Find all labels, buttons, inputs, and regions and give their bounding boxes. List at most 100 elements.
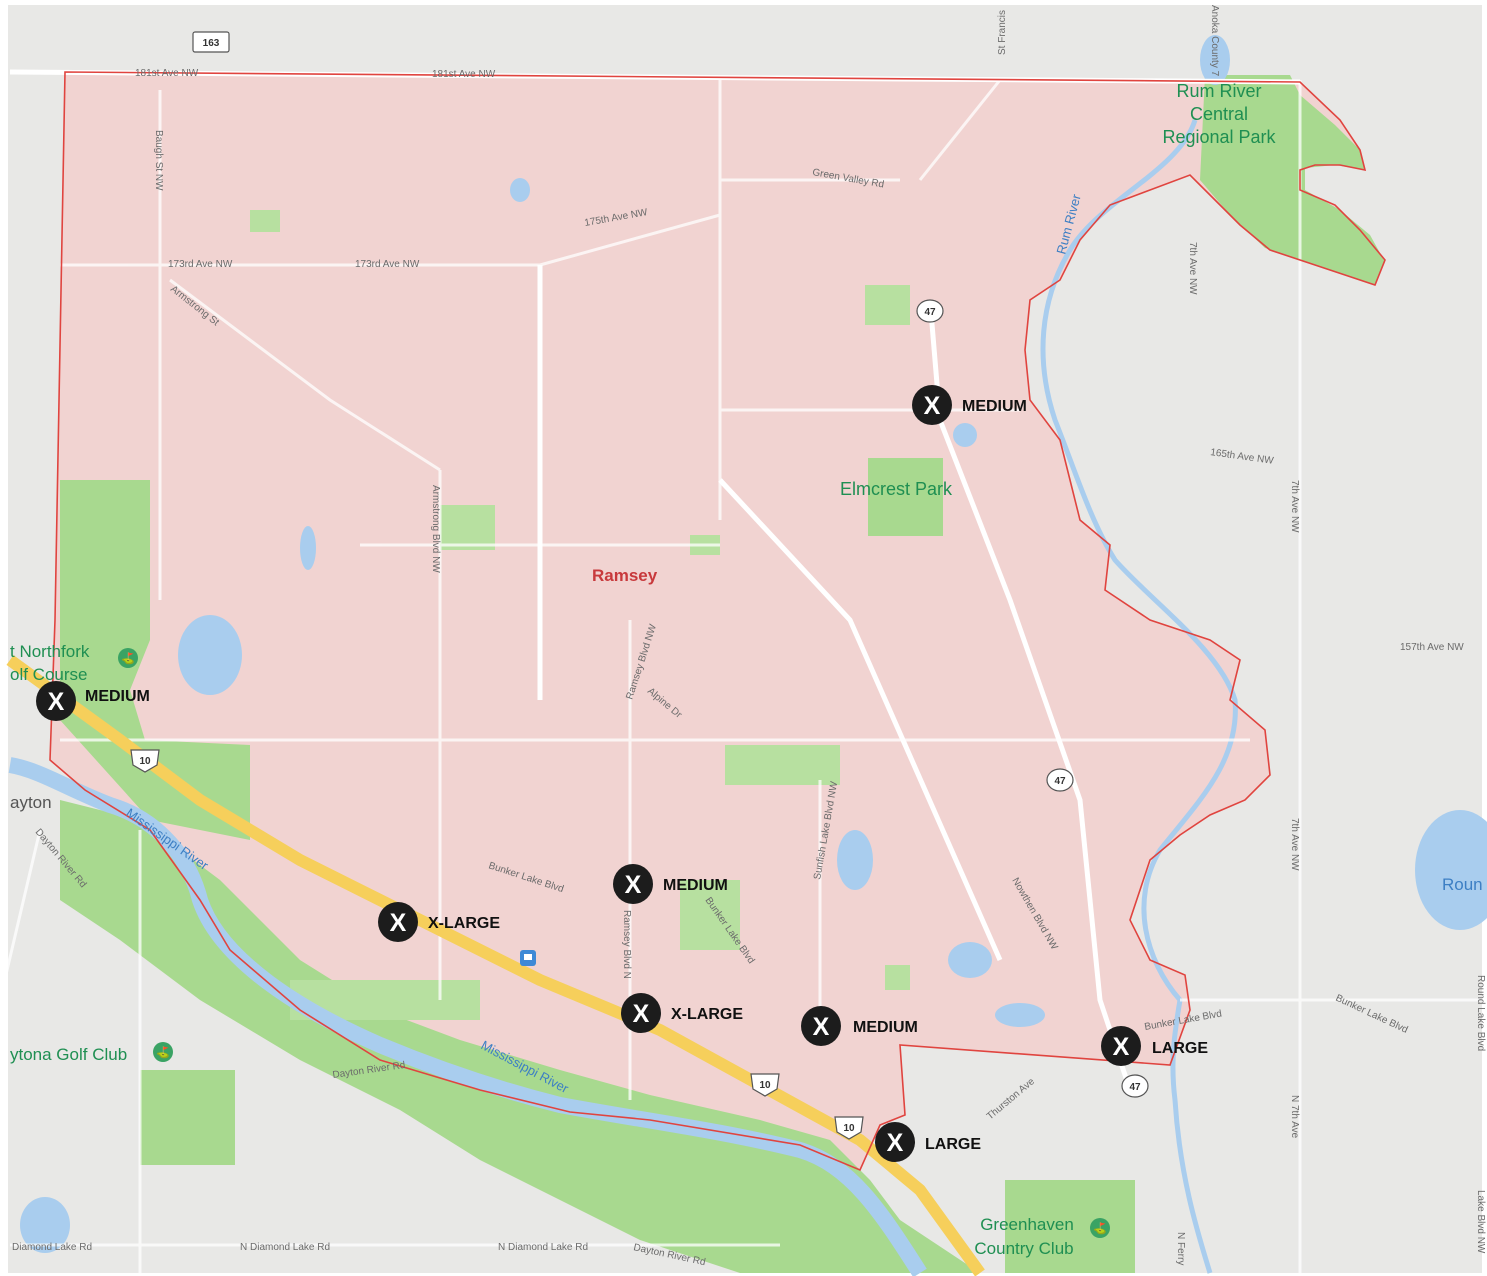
shield-label: 47 (924, 307, 936, 318)
marker-size-label: MEDIUM (853, 1019, 918, 1036)
road-label: Baugh St NW (153, 130, 164, 191)
road-label: N 7th Ave (1289, 1095, 1300, 1139)
road-label: N Diamond Lake Rd (498, 1242, 588, 1253)
road-label: Diamond Lake Rd (12, 1242, 92, 1253)
road-label: 157th Ave NW (1400, 642, 1464, 653)
city-boundary (49, 71, 1386, 1172)
place-label-line: t Northfork (10, 642, 90, 661)
route-shield-10: 10 (130, 749, 160, 773)
marker-symbol: X (1113, 1033, 1130, 1061)
route-shield-47: 47 (1121, 1074, 1149, 1098)
park-northfork (60, 480, 250, 840)
marker-size-label: MEDIUM (663, 877, 728, 894)
marker-size-label: LARGE (925, 1136, 981, 1153)
lake-2 (300, 526, 316, 570)
route-shield-47: 47 (1046, 768, 1074, 792)
route-shield-10: 10 (750, 1073, 780, 1097)
place-label-line: Country Club (974, 1239, 1073, 1258)
shield-label: 10 (759, 1080, 771, 1091)
marker-symbol: X (924, 392, 941, 420)
lake-5 (948, 942, 992, 978)
mississippi-river (8, 757, 927, 1276)
lake-1 (178, 615, 242, 695)
lake-6 (953, 423, 977, 447)
lake-10 (20, 1197, 70, 1253)
park-label-line: Central (1190, 104, 1248, 124)
place-label: t Northfork (10, 642, 90, 661)
road-label: 7th Ave NW (1289, 818, 1300, 871)
road-label: Lake Blvd NW (1475, 1190, 1486, 1254)
road-label: Ramsey Blvd N (621, 910, 632, 979)
site-marker[interactable]: X LARGE (1101, 1026, 1208, 1066)
park-label-elmcrest: Elmcrest Park (840, 479, 953, 499)
park-daytona (140, 1070, 235, 1165)
marker-symbol: X (813, 1013, 830, 1041)
park-small-5 (250, 210, 280, 232)
shield-label: 10 (139, 756, 151, 767)
marker-size-label: MEDIUM (962, 398, 1027, 415)
svg-text:⛳: ⛳ (156, 1046, 170, 1059)
marker-symbol: X (633, 1000, 650, 1028)
road-label: 7th Ave NW (1187, 242, 1198, 295)
shield-label: 163 (203, 38, 220, 49)
marker-symbol: X (390, 909, 407, 937)
park-small-1 (865, 285, 910, 325)
road-label: Round Lake Blvd (1475, 975, 1486, 1051)
site-marker[interactable]: X MEDIUM (36, 681, 150, 721)
park-label-line: Rum River (1176, 81, 1261, 101)
road-label: Armstrong Blvd NW (430, 485, 441, 573)
lake-9 (995, 1003, 1045, 1027)
site-marker[interactable]: X X-LARGE (378, 902, 500, 942)
park-small-3 (725, 745, 840, 785)
city-label: Ramsey (592, 566, 658, 585)
lake-8 (1200, 35, 1230, 85)
shield-label: 10 (843, 1123, 855, 1134)
svg-text:⛳: ⛳ (1093, 1222, 1107, 1235)
site-marker[interactable]: X LARGE (875, 1122, 981, 1162)
park-small-7 (885, 965, 910, 990)
site-marker[interactable]: X MEDIUM (613, 864, 728, 904)
road-label: Anoka County 7 (1209, 5, 1220, 77)
road-label: 7th Ave NW (1289, 480, 1300, 533)
lake-4 (837, 830, 873, 890)
marker-size-label: X-LARGE (671, 1006, 743, 1023)
golf-icon: ⛳ (153, 1042, 173, 1062)
park-river-corridor (60, 800, 980, 1273)
golf-icon: ⛳ (118, 648, 138, 668)
site-marker[interactable]: X X-LARGE (621, 993, 743, 1033)
park-elmcrest (868, 458, 943, 536)
transit-icon (520, 950, 536, 966)
marker-symbol: X (48, 688, 65, 716)
marker-size-label: X-LARGE (428, 915, 500, 932)
highway-10 (6, 655, 985, 1276)
marker-symbol: X (887, 1129, 904, 1157)
marker-size-label: LARGE (1152, 1040, 1208, 1057)
park-small-4 (680, 880, 740, 950)
road-label: N Ferry (1175, 1232, 1186, 1265)
shield-label: 47 (1054, 776, 1066, 787)
place-label: ytona Golf Club (10, 1045, 127, 1064)
site-marker[interactable]: X MEDIUM (801, 1006, 918, 1046)
site-marker[interactable]: X MEDIUM (912, 385, 1027, 425)
lake-3 (510, 178, 530, 202)
road-label: St Francis (997, 10, 1008, 55)
place-label: Roun (1442, 875, 1483, 894)
shield-label: 47 (1129, 1082, 1141, 1093)
road-label: 173rd Ave NW (355, 259, 420, 270)
place-label-line: Greenhaven (980, 1215, 1074, 1234)
place-label: olf Course (10, 665, 87, 684)
lake-7 (1415, 810, 1487, 930)
road-label: 181st Ave NW (432, 69, 496, 80)
route-shield-47: 47 (916, 299, 944, 323)
park-small-2 (440, 505, 495, 550)
place-label: ayton (10, 793, 52, 812)
place-label-line: olf Course (10, 665, 87, 684)
park-label-line: Regional Park (1162, 127, 1276, 147)
rum-river (1040, 119, 1238, 1274)
marker-symbol: X (625, 871, 642, 899)
park-greenhaven (1005, 1180, 1135, 1273)
